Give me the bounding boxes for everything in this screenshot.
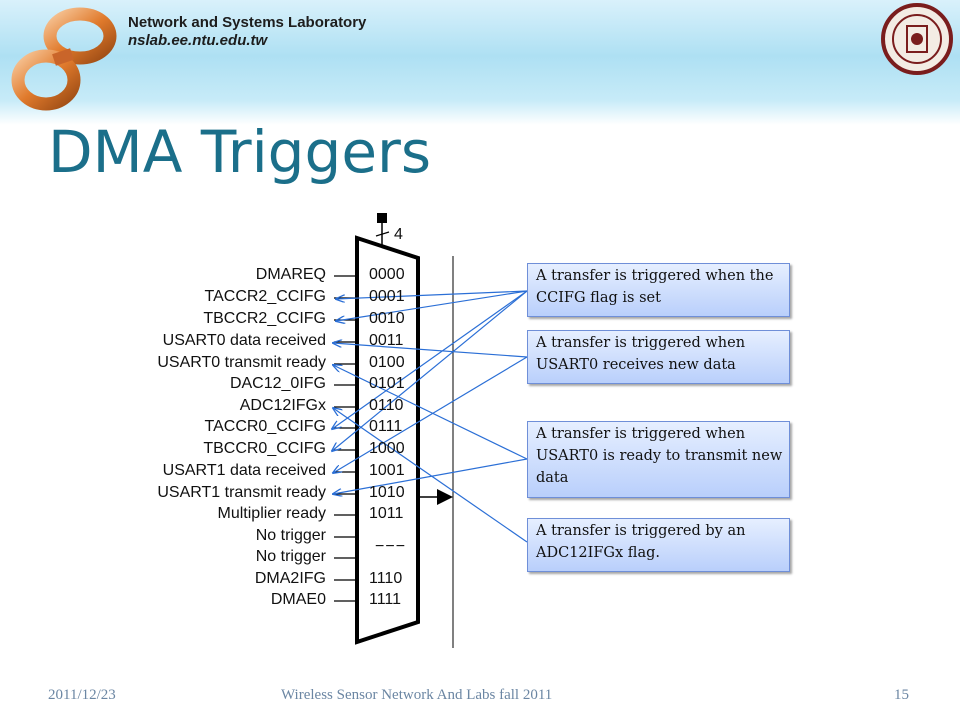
connector-usart0-rx — [333, 343, 528, 358]
select-code: 1010 — [369, 484, 405, 501]
callout-ccifg: A transfer is triggered when the CCIFG f… — [527, 263, 790, 317]
page-number: 15 — [894, 687, 909, 703]
connector-ccifg-tbccr0 — [332, 290, 528, 451]
callout-usart0-receive: A transfer is triggered when USART0 rece… — [527, 330, 790, 384]
connector-adc12 — [333, 408, 528, 543]
select-code: −−− — [375, 538, 407, 555]
connector-usart1-tx — [333, 458, 528, 494]
connector-usart0-tx — [333, 365, 528, 460]
select-code: 0110 — [369, 397, 404, 414]
signal-label: ADC12IFGx — [239, 397, 326, 414]
callout-connectors — [332, 290, 528, 543]
lab-logo — [11, 7, 117, 111]
select-code: 0000 — [369, 266, 405, 283]
signal-label: USART0 transmit ready — [157, 354, 326, 371]
header-band — [0, 0, 960, 125]
signal-label: DAC12_0IFG — [229, 375, 326, 392]
signal-label: TACCR2_CCIFG — [204, 288, 327, 305]
signal-label: TACCR0_CCIFG — [204, 418, 327, 435]
select-bus-slash — [375, 231, 390, 237]
footer-course: Wireless Sensor Network And Labs fall 20… — [281, 687, 553, 703]
signal-label: TBCCR2_CCIFG — [203, 310, 326, 327]
signal-label: DMAREQ — [255, 266, 326, 283]
slide-title: DMA Triggers — [48, 118, 432, 186]
select-code: 0011 — [369, 332, 404, 349]
signal-label: Multiplier ready — [217, 505, 326, 522]
signal-label: USART0 data received — [162, 332, 326, 349]
select-code: 1001 — [369, 462, 405, 479]
callout-usart0-transmit: A transfer is triggered when USART0 is r… — [527, 421, 790, 498]
university-seal — [881, 3, 953, 75]
select-code: 0100 — [369, 354, 405, 371]
select-code: 1000 — [369, 440, 405, 457]
footer-date: 2011/12/23 — [48, 687, 116, 703]
select-code: 0001 — [369, 288, 405, 305]
input-stubs — [334, 275, 357, 602]
select-code: 1111 — [369, 591, 402, 608]
select-width-label: 4 — [394, 226, 403, 243]
select-code: 0010 — [369, 310, 405, 327]
signal-label: USART1 transmit ready — [157, 484, 326, 501]
callout-adc12: A transfer is triggered by an ADC12IFGx … — [527, 518, 790, 572]
connector-ccifg-tbccr2 — [336, 290, 528, 321]
signal-label: USART1 data received — [162, 462, 326, 479]
select-code: 1011 — [369, 505, 404, 522]
signal-label: DMA2IFG — [254, 570, 326, 587]
connector-usart1-rx — [333, 356, 528, 473]
signal-label: TBCCR0_CCIFG — [203, 440, 326, 457]
select-code: 1110 — [369, 570, 403, 587]
signal-label: DMAE0 — [270, 591, 326, 608]
output-arrow — [437, 489, 453, 505]
select-input-square — [377, 213, 387, 223]
lab-name: Network and Systems Laboratory — [128, 14, 367, 31]
signal-label: No trigger — [255, 548, 326, 565]
lab-url: nslab.ee.ntu.edu.tw — [128, 32, 268, 49]
select-code: 0111 — [369, 418, 403, 435]
select-code: 0101 — [369, 375, 405, 392]
signal-label: No trigger — [255, 527, 326, 544]
connector-ccifg-taccr0 — [332, 290, 528, 429]
connector-ccifg-taccr2 — [336, 290, 528, 299]
